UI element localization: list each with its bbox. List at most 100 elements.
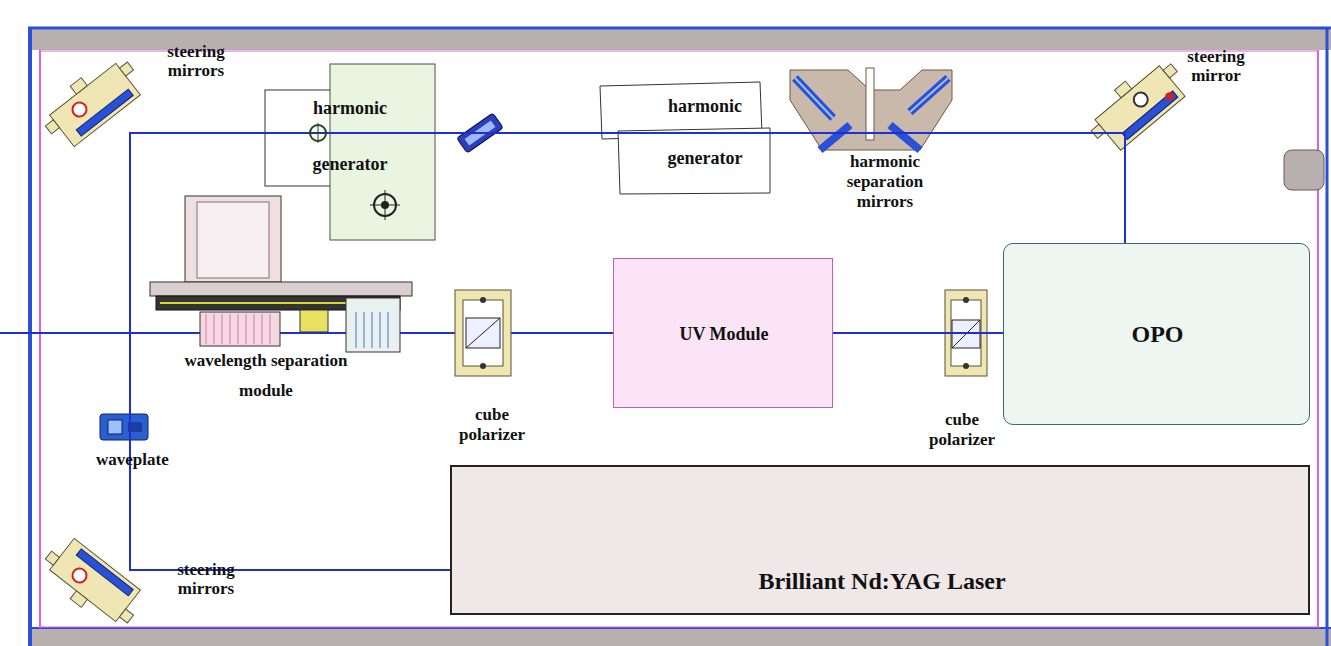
illustration-stroke	[356, 312, 357, 348]
illustration-stroke	[39, 50, 41, 628]
illustration-stroke	[40, 51, 1318, 52]
part-label: wavelength separation module	[178, 346, 354, 406]
illustration-stroke	[346, 298, 400, 352]
illustration-stroke	[1164, 91, 1175, 102]
part-label: steering mirrors	[150, 42, 242, 80]
illustration-stroke	[254, 314, 255, 344]
illustration-stroke	[265, 132, 435, 134]
cube-polarizer-left	[455, 290, 511, 376]
illustration-stroke	[262, 314, 263, 344]
illustration-stroke	[214, 314, 215, 344]
part-label: cube polarizer	[916, 410, 1008, 450]
illustration-stroke	[206, 314, 207, 344]
illustration-stroke	[28, 27, 1331, 30]
illustration-stroke	[70, 591, 87, 607]
illustration-stroke	[222, 314, 223, 344]
opo-box: OPO	[1003, 243, 1310, 425]
housing-frame	[28, 28, 1331, 646]
illustration-stroke	[270, 314, 271, 344]
illustration-stroke	[28, 28, 32, 646]
part-label: steering mirrors	[160, 560, 252, 598]
illustration-stroke	[197, 202, 269, 278]
illustration-stroke	[455, 290, 511, 376]
illustration-stroke	[910, 78, 948, 112]
illustration-stroke	[119, 62, 133, 76]
illustration-stroke	[200, 312, 280, 346]
illustration-stroke	[40, 627, 1318, 628]
illustration-stroke	[50, 63, 141, 146]
illustration-stroke	[1122, 91, 1178, 140]
illustration-stroke	[45, 551, 59, 565]
beam-line	[770, 133, 1125, 243]
steering-mirror-mount-top-left	[36, 49, 149, 152]
beam-line	[833, 332, 1003, 334]
illustration-stroke	[364, 312, 365, 348]
illustration-stroke	[28, 628, 1331, 646]
illustration-stroke	[70, 100, 90, 120]
illustration-stroke	[28, 627, 1331, 629]
laser-box: Brilliant Nd:YAG Laser	[450, 465, 1310, 615]
illustration-stroke	[318, 123, 319, 143]
illustration-stroke	[356, 312, 388, 348]
illustration-stroke	[963, 363, 969, 369]
illustration-stroke	[185, 196, 281, 282]
beam-line	[435, 132, 600, 134]
illustration-stroke	[372, 312, 373, 348]
wavelength-separation-module-body	[150, 196, 412, 352]
illustration-stroke	[1115, 81, 1132, 98]
illustration-stroke	[119, 609, 133, 623]
illustration-stroke	[246, 314, 247, 344]
illustration-stroke	[100, 414, 148, 440]
harmonic-generator: harmonic generator	[600, 80, 770, 195]
illustration-stroke	[866, 68, 874, 140]
harmonic-generator: harmonic generator	[265, 64, 435, 240]
illustration-stroke	[50, 538, 141, 621]
illustration-stroke	[388, 312, 389, 348]
illustration-stroke	[265, 132, 435, 134]
component-name: harmonic generator	[645, 80, 765, 184]
harmonic-separation-mirrors-body	[790, 68, 952, 150]
illustration-stroke	[463, 300, 503, 366]
beam-line	[130, 133, 450, 570]
illustration-stroke	[1284, 150, 1324, 190]
illustration-stroke	[1163, 64, 1177, 78]
illustration-stroke	[795, 78, 833, 118]
illustration-stroke	[1095, 66, 1185, 151]
part-label: waveplate	[96, 450, 206, 469]
illustration-stroke	[70, 78, 87, 94]
illustration-stroke	[466, 318, 500, 348]
part-label: harmonic separation mirrors	[828, 152, 942, 212]
illustration-stroke	[1326, 28, 1329, 646]
illustration-stroke	[230, 314, 231, 344]
illustration-stroke	[385, 190, 386, 220]
illustration-stroke	[480, 297, 486, 303]
part-label: cube polarizer	[446, 405, 538, 445]
steering-mirror-mount-top-right	[1081, 52, 1193, 157]
component-name: Brilliant Nd:YAG Laser	[452, 467, 1312, 646]
component-name: OPO	[1004, 244, 1311, 424]
illustration-stroke	[380, 312, 381, 348]
illustration-stroke	[795, 78, 833, 118]
illustration-stroke	[70, 566, 90, 586]
illustration-stroke	[600, 132, 770, 134]
illustration-stroke	[820, 125, 850, 150]
illustration-stroke	[150, 282, 412, 296]
illustration-stroke	[108, 420, 122, 434]
illustration-stroke	[480, 363, 486, 369]
component-name: UV Module	[614, 259, 834, 409]
illustration-stroke	[206, 314, 270, 344]
waveplate-symbol	[100, 414, 148, 440]
component-name: harmonic generator	[290, 80, 410, 192]
illustration-stroke	[300, 310, 328, 332]
uv-module-box: UV Module	[613, 258, 833, 408]
steering-mirror-mount-bottom-left	[36, 532, 149, 635]
illustration-stroke	[890, 125, 920, 150]
illustration-stroke	[1131, 90, 1151, 110]
illustration-stroke	[238, 314, 239, 344]
part-label: steering mirror	[1170, 47, 1262, 85]
illustration-stroke	[45, 120, 59, 134]
illustration-stroke	[1091, 124, 1105, 138]
illustration-stroke	[330, 64, 435, 240]
illustration-stroke	[963, 297, 969, 303]
